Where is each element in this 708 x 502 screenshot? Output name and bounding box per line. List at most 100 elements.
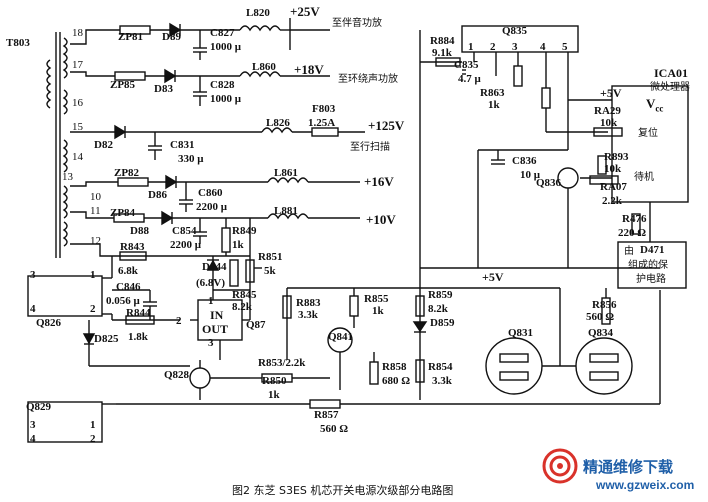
l826-label: L826 (266, 117, 290, 129)
r856-value: 560 Ω (586, 311, 615, 323)
watermark-logo-icon (542, 448, 578, 484)
c854-value: 2200 μ (170, 239, 201, 251)
r884-value: 9.1k (432, 47, 452, 59)
q87-label: Q87 (246, 319, 266, 331)
pin-10: 10 (90, 191, 101, 203)
c860-value: 2200 μ (196, 201, 227, 213)
zp85-label: ZP85 (110, 79, 136, 91)
d88-label: D88 (130, 225, 149, 237)
q87-in: IN (210, 308, 224, 322)
q87-pin3: 3 (208, 337, 214, 349)
d89-label: D89 (162, 31, 181, 43)
r863-label: R863 (480, 87, 505, 99)
ica01-reset: 复位 (638, 128, 658, 139)
pin-16: 16 (72, 97, 83, 109)
rail-25v-label: +25V (290, 4, 320, 19)
ica01-vcc: Vcc (646, 96, 664, 114)
q826-pin1: 1 (90, 269, 96, 281)
d859-label: D859 (430, 317, 455, 329)
r858-value: 680 Ω (382, 375, 411, 387)
c854-label: C854 (172, 225, 197, 237)
ra29-value: 10k (600, 117, 618, 129)
f803-label: F803 (312, 103, 336, 115)
q87-pin2: 2 (176, 315, 182, 327)
r844-value: 1.8k (128, 331, 148, 343)
r883-label: R883 (296, 297, 321, 309)
q87-out: OUT (202, 322, 229, 336)
ground-and-feedback-wiring (27, 218, 661, 443)
q835-pin1: 1 (468, 41, 474, 53)
q826-label: Q826 (36, 317, 62, 329)
r849-label: R849 (232, 225, 257, 237)
r844-label: R844 (126, 307, 151, 319)
r855-value: 1k (372, 305, 384, 317)
rail-25v (70, 18, 330, 60)
rail-10v (70, 210, 360, 253)
q841-label: Q841 (328, 331, 354, 343)
c831-value: 330 μ (178, 153, 204, 165)
q829-pin4: 4 (30, 433, 36, 445)
r850-value: 1k (268, 389, 280, 401)
d844-value: (6.8V) (196, 277, 226, 289)
d471-prefix: 由 (624, 246, 634, 257)
d471-line2: 组成的保 (628, 260, 668, 271)
r845-value: 8.2k (232, 301, 252, 313)
c835-label: C835 (454, 59, 479, 71)
q834-label: Q834 (588, 327, 614, 339)
rail-125v-label: +125V (368, 118, 405, 133)
l860-label: L860 (252, 61, 276, 73)
q835-label: Q835 (502, 25, 528, 37)
r856-label: R856 (592, 299, 617, 311)
rail-18v-note: 至环绕声功放 (338, 74, 398, 85)
pin-17: 17 (72, 59, 83, 71)
c828-label: C828 (210, 79, 235, 91)
r893-value: 10k (604, 163, 622, 175)
q826-pin3: 3 (30, 269, 36, 281)
q835-pin4: 4 (540, 41, 546, 53)
r851-value: 5k (264, 265, 276, 277)
r850-label: R850 (262, 375, 287, 387)
q829-pin3: 3 (30, 419, 36, 431)
figure-caption: 图2 东芝 S3ES 机芯开关电源次级部分电路图 (232, 484, 454, 497)
zp82-label: ZP82 (114, 167, 140, 179)
q829-pin2: 2 (90, 433, 96, 445)
rail-10v-label: +10V (366, 212, 396, 227)
ica01-subtitle: 微处理器 (650, 82, 690, 93)
rail-125v (70, 124, 365, 160)
r893-label: R893 (604, 151, 629, 163)
pin-13: 13 (62, 171, 73, 183)
d825-label: D825 (94, 333, 119, 345)
pin-14: 14 (72, 151, 83, 163)
q829-label: Q829 (26, 401, 52, 413)
c846-label: C846 (116, 281, 141, 293)
r858-label: R858 (382, 361, 407, 373)
r843-label: R843 (120, 241, 145, 253)
d471-label: D471 (640, 244, 665, 256)
q836-label: Q836 (536, 177, 562, 189)
transformer-t803 (46, 32, 68, 258)
d83-label: D83 (154, 83, 173, 95)
rail-16v (70, 174, 360, 212)
c831-label: C831 (170, 139, 195, 151)
f803-value: 1.25A (308, 117, 336, 129)
d844-label: D844 (202, 261, 227, 273)
watermark-url: www.gzweix.com (596, 478, 695, 492)
rail-18v-label: +18V (294, 62, 324, 77)
r853-label: R853/2.2k (258, 357, 306, 369)
r849-value: 1k (232, 239, 244, 251)
c846-value: 0.056 μ (106, 295, 140, 307)
r857-value: 560 Ω (320, 423, 349, 435)
plus5v-upper: +5V (600, 86, 622, 100)
c836-value: 10 μ (520, 169, 540, 181)
r855-label: R855 (364, 293, 389, 305)
ra07-label: RA07 (600, 181, 627, 193)
zp84-label: ZP84 (110, 207, 136, 219)
r857-label: R857 (314, 409, 339, 421)
q826-pin2: 2 (90, 303, 96, 315)
rail-25v-note: 至伴音功放 (332, 18, 382, 29)
c860-label: C860 (198, 187, 223, 199)
pin-15: 15 (72, 121, 83, 133)
q828-label: Q828 (164, 369, 190, 381)
pin-18: 18 (72, 27, 83, 39)
